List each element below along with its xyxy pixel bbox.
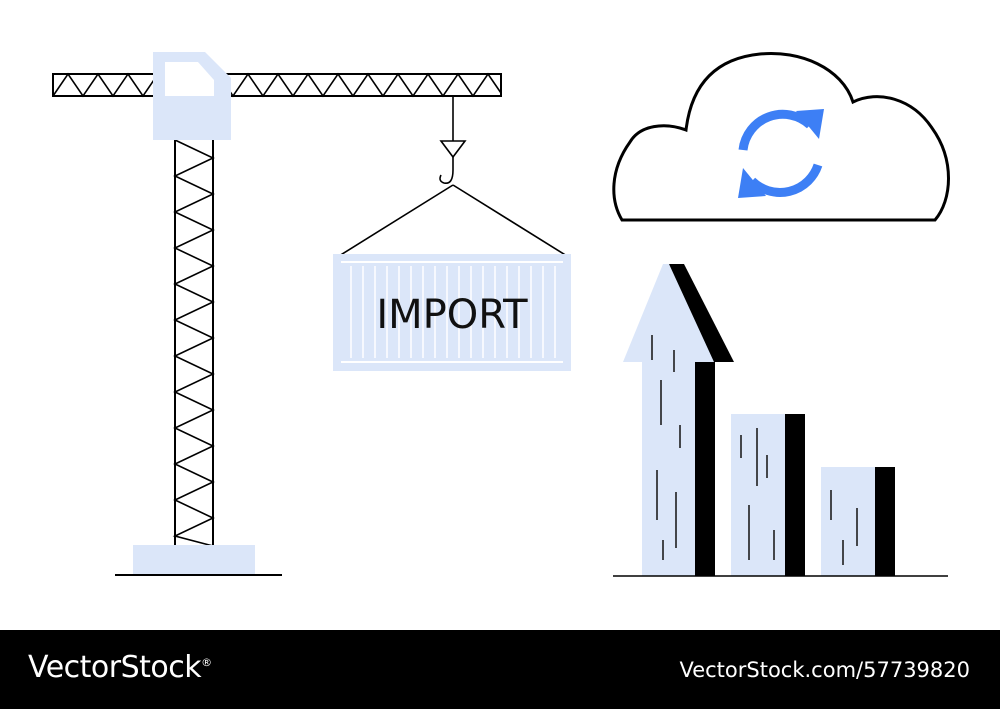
logo-text: VectorStock — [28, 650, 202, 685]
growth-bar-short — [821, 467, 895, 576]
watermark-footer: VectorStock® VectorStock.com/57739820 — [0, 630, 1000, 709]
crane-mast — [172, 134, 215, 548]
crane-hook — [338, 96, 568, 257]
crane-jib — [52, 72, 502, 98]
cloud-outline — [612, 51, 950, 222]
container-label: IMPORT — [376, 292, 528, 338]
tower-crane-icon — [52, 52, 568, 576]
cloud-sync-icon — [612, 51, 950, 222]
crane-base — [133, 545, 255, 574]
growth-bar-medium — [731, 414, 805, 576]
image-id: VectorStock.com/57739820 — [679, 658, 970, 682]
illustration: IMPORT — [52, 51, 950, 577]
growth-arrow-bar — [623, 264, 734, 576]
crane-cabin — [153, 52, 231, 140]
shipping-container-icon: IMPORT — [333, 254, 571, 371]
vectorstock-logo: VectorStock® — [28, 650, 212, 685]
registered-mark: ® — [201, 656, 212, 669]
growth-bar-chart-icon — [613, 264, 948, 577]
sync-arrows-icon — [738, 109, 824, 198]
